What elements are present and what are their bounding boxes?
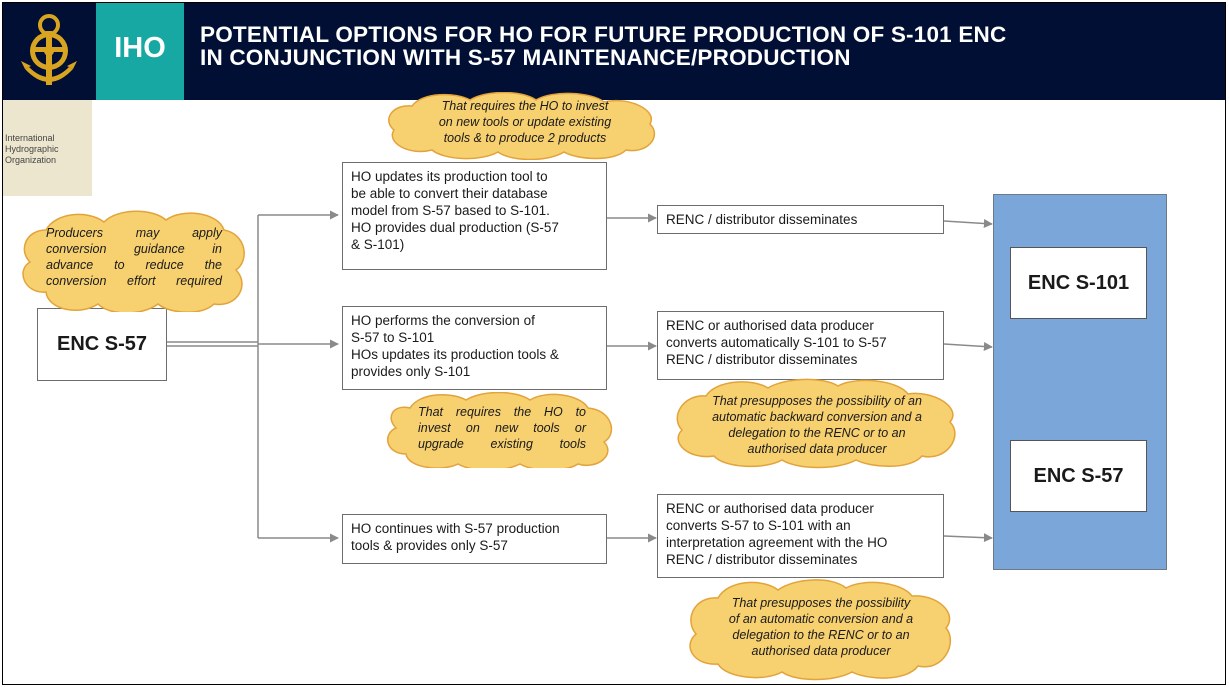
cloud-shape-option3 [689, 579, 952, 681]
title-line-1: POTENTIAL OPTIONS FOR HO FOR FUTURE PROD… [200, 22, 1007, 47]
iho-acronym: IHO [114, 32, 166, 64]
cloud-option2-note: That requires the HO to invest on new to… [418, 405, 586, 451]
cloud-option3-note: That presupposes the possibility of an a… [728, 596, 914, 658]
option1-ho-box: HO updates its production tool to be abl… [342, 162, 607, 270]
target-enc-s101-box: ENC S-101 [1010, 247, 1147, 319]
iho-badge [96, 3, 184, 100]
logo-box [3, 3, 96, 100]
target-enc-s57-box: ENC S-57 [1010, 440, 1147, 512]
cloud-shape-option2 [386, 392, 613, 468]
cloud-shape-producers [22, 210, 245, 312]
option3-ho-text: HO continues with S-57 production tools … [351, 521, 560, 553]
slide-title: POTENTIAL OPTIONS FOR HO FOR FUTURE PROD… [200, 23, 1220, 69]
option3-ho-box: HO continues with S-57 production tools … [342, 514, 607, 564]
header-band [3, 3, 1225, 100]
option2-ho-box: HO performs the conversion of S-57 to S-… [342, 306, 607, 390]
source-enc-s57-box: ENC S-57 [37, 308, 167, 381]
cloud-shape-option2-backward [676, 378, 956, 469]
cloud-producers-note: Producers may apply conversion guidance … [46, 226, 222, 288]
option3-renc-text: RENC or authorised data producer convert… [666, 501, 888, 567]
org-name: International Hydrographic Organization [5, 133, 59, 165]
cloud-shape-option1 [388, 92, 656, 160]
renc-target-arrow-3 [943, 533, 993, 543]
option2-ho-text: HO performs the conversion of S-57 to S-… [351, 313, 559, 379]
iho-anchor-emblem-icon [21, 14, 77, 85]
title-line-2: IN CONJUNCTION WITH S-57 MAINTENANCE/PRO… [200, 45, 851, 70]
cloud-option1-note: That requires the HO to invest on new to… [438, 99, 612, 145]
option2-renc-text: RENC or authorised data producer convert… [666, 318, 887, 367]
option1-renc-text: RENC / distributor disseminates [666, 212, 858, 227]
org-name-panel [3, 100, 92, 196]
cloud-option2-backward-note: That presupposes the possibility of an a… [712, 394, 922, 456]
renc-target-arrow-1 [943, 219, 993, 228]
option1-ho-text: HO updates its production tool to be abl… [351, 169, 559, 252]
renc-target-arrow-2 [943, 342, 993, 351]
option3-renc-box: RENC or authorised data producer convert… [657, 494, 944, 578]
option2-renc-box: RENC or authorised data producer convert… [657, 311, 944, 380]
option1-renc-box: RENC / distributor disseminates [657, 205, 944, 234]
